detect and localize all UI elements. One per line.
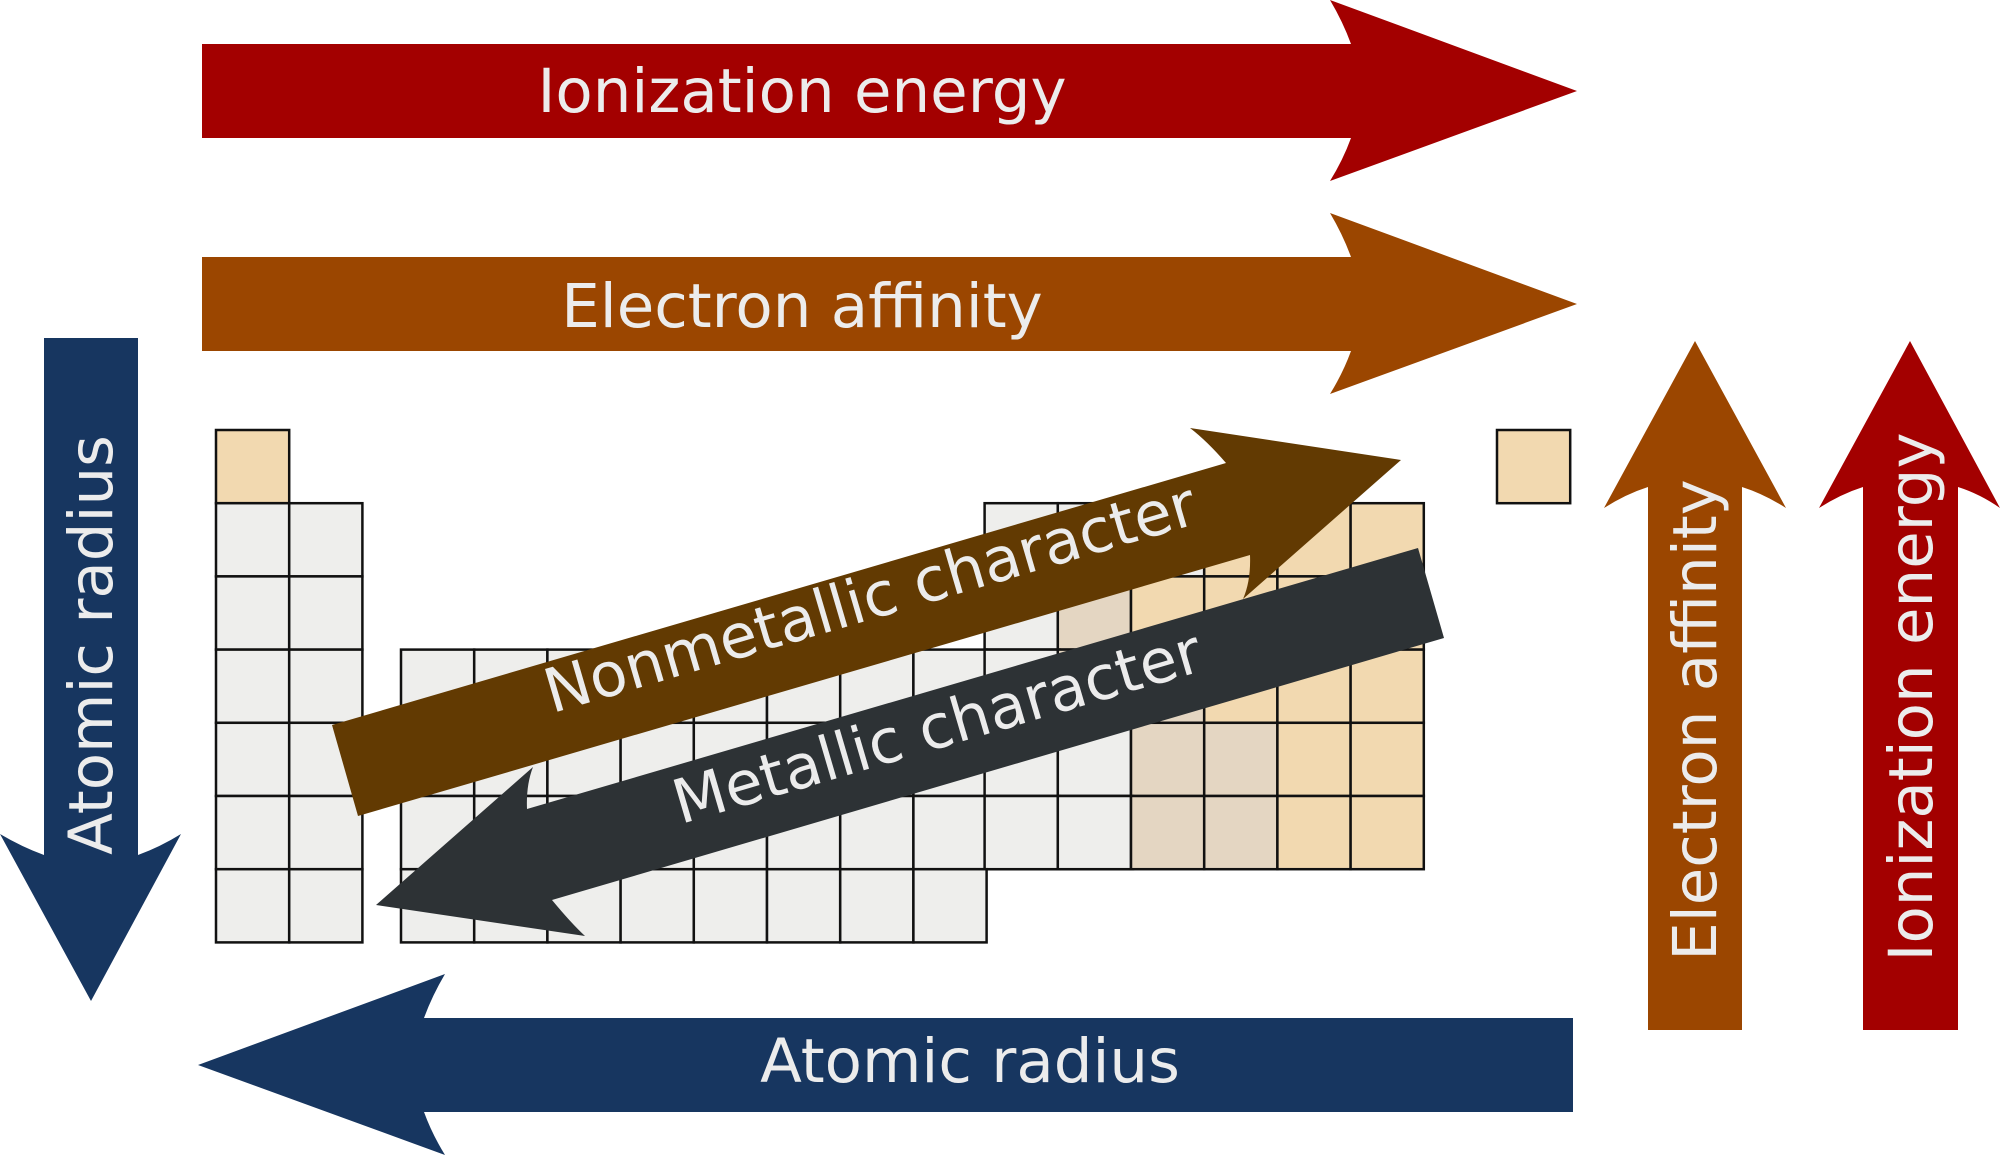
table-cell <box>912 867 988 944</box>
atomic-radius-arrow-bottom: Atomic radius <box>198 974 1573 1155</box>
periodic-table-grid <box>214 428 1572 944</box>
table-cell <box>1276 794 1352 871</box>
ionization-energy-label-right: Ionization energy <box>1876 432 1947 961</box>
table-cell <box>1349 721 1426 798</box>
electron-affinity-arrow-top: Electron affinity <box>202 213 1577 394</box>
electron-affinity-arrow-right: Electron affinity <box>1604 341 1786 1030</box>
ionization-energy-arrow-top: Ionization energy <box>202 0 1577 181</box>
ionization-energy-arrow-right: Ionization energy <box>1819 341 2000 1030</box>
electron-affinity-arrow-right-shape <box>1604 341 1786 1030</box>
table-cell <box>214 648 291 725</box>
table-cell <box>1056 794 1133 871</box>
table-cell <box>1129 794 1206 871</box>
table-cell <box>1202 794 1279 871</box>
table-cell <box>287 575 364 651</box>
table-cell <box>1349 794 1426 871</box>
atomic-radius-label-left: Atomic radius <box>56 435 127 855</box>
table-cell <box>983 794 1060 871</box>
atomic-radius-arrow-bottom-shape <box>198 974 1573 1155</box>
table-cell <box>287 648 364 725</box>
table-cell <box>214 501 291 578</box>
table-cell <box>214 794 291 871</box>
ionization-energy-arrow-right-shape <box>1819 341 2000 1030</box>
table-cell <box>1276 721 1352 798</box>
atomic-radius-arrow-left-shape <box>0 338 181 1001</box>
table-cell <box>214 575 291 651</box>
ionization-energy-arrow-top-shape <box>202 0 1577 181</box>
table-cell <box>214 721 291 798</box>
table-cell <box>838 867 915 944</box>
table-cell <box>287 867 364 944</box>
table-cell <box>912 794 988 871</box>
atomic-radius-label-bottom: Atomic radius <box>760 1026 1180 1097</box>
table-cell <box>1202 721 1279 798</box>
table-cell <box>214 428 291 505</box>
table-cell <box>1129 721 1206 798</box>
table-cell <box>619 867 696 944</box>
metallic-character-arrow-shape <box>376 548 1444 936</box>
table-cell <box>214 867 291 944</box>
table-cell <box>765 867 842 944</box>
table-cell <box>287 501 364 578</box>
nonmetallic-character-arrow-shape <box>332 428 1401 816</box>
table-cell <box>1495 428 1572 505</box>
electron-affinity-label-right: Electron affinity <box>1660 479 1731 961</box>
table-cell <box>692 867 769 944</box>
ionization-energy-label-top: Ionization energy <box>537 56 1066 127</box>
table-cell <box>287 794 364 871</box>
electron-affinity-label-top: Electron affinity <box>561 271 1043 342</box>
electron-affinity-arrow-top-shape <box>202 213 1577 394</box>
atomic-radius-arrow-left: Atomic radius <box>0 338 181 1001</box>
